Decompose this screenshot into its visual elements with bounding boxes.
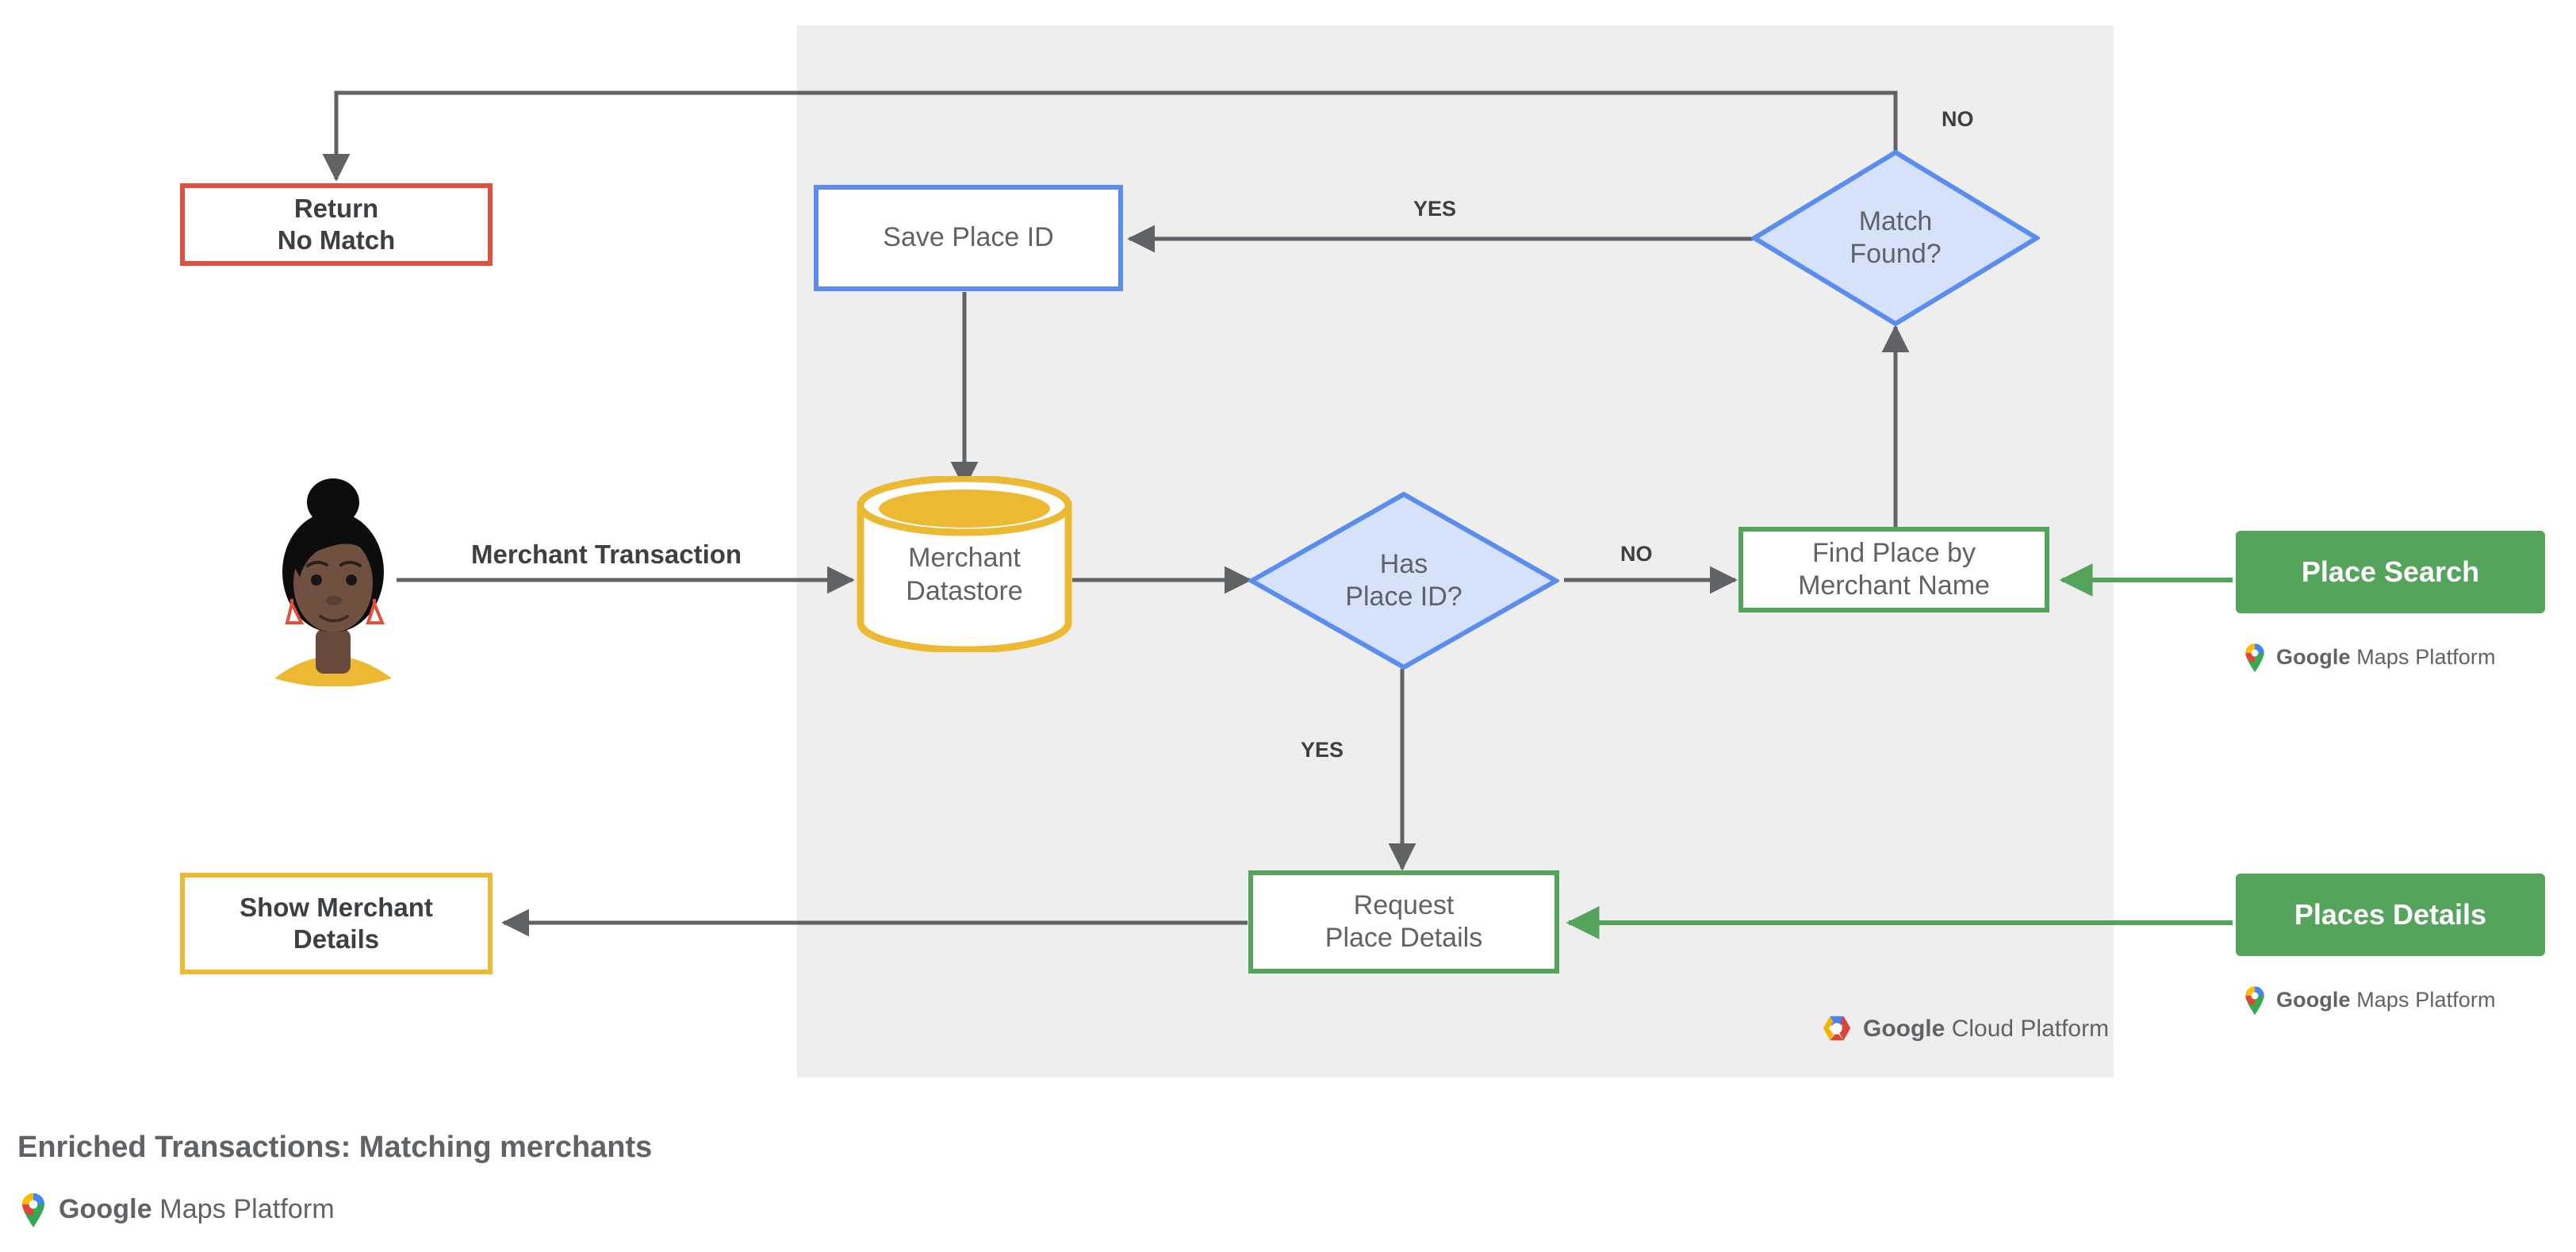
node-return-no-match-label: Return No Match	[277, 193, 396, 255]
edge-label-has-place-id-yes: YES	[1301, 738, 1344, 762]
node-request-place-details-label: Request Place Details	[1324, 889, 1483, 953]
google-cloud-hexagon-icon	[1823, 1016, 1851, 1041]
places-details-gmp-text: Google Maps Platform	[2276, 988, 2496, 1012]
node-merchant-datastore-label: Merchant Datastore	[906, 542, 1023, 606]
gmp-brand-rest: Maps Platform	[2356, 987, 2496, 1012]
gcp-brand-google: Google	[1863, 1016, 1945, 1042]
node-match-found-label: Match Found?	[1850, 205, 1942, 269]
node-show-merchant-details[interactable]: Show Merchant Details	[180, 873, 493, 974]
gmp-brand-google: Google	[2276, 987, 2351, 1012]
caption-gmp-lockup: Google Maps Platform	[17, 1190, 335, 1228]
gmp-brand-google: Google	[2276, 644, 2351, 669]
node-places-details-api-label: Places Details	[2294, 898, 2487, 931]
google-cloud-platform-lockup: Google Cloud Platform	[1820, 1014, 2109, 1044]
page-title: Enriched Transactions: Matching merchant…	[17, 1131, 653, 1164]
avatar-illustration-icon	[274, 478, 392, 687]
place-search-gmp-text: Google Maps Platform	[2276, 645, 2496, 670]
node-has-place-id[interactable]: Has Place ID?	[1248, 491, 1559, 670]
google-maps-pin-icon	[2245, 986, 2264, 1016]
node-show-merchant-details-label: Show Merchant Details	[240, 892, 433, 954]
node-find-place-by-merchant-name[interactable]: Find Place by Merchant Name	[1738, 527, 2049, 613]
node-return-no-match[interactable]: Return No Match	[180, 183, 493, 266]
datastore-cylinder-shape	[857, 476, 1072, 652]
node-has-place-id-label: Has Place ID?	[1345, 548, 1462, 612]
gmp-brand-rest: Maps Platform	[2356, 644, 2496, 669]
user-avatar	[262, 464, 404, 687]
has-place-id-diamond-shape	[1248, 491, 1559, 670]
places-details-gmp-lockup: Google Maps Platform	[2241, 984, 2496, 1016]
match-found-diamond-shape	[1751, 149, 2040, 327]
gcp-brand-rest: Cloud Platform	[1951, 1016, 2110, 1042]
gmp-brand-google: Google	[59, 1193, 152, 1224]
caption-gmp-text: Google Maps Platform	[59, 1194, 335, 1225]
node-places-details-api[interactable]: Places Details	[2236, 874, 2545, 956]
place-search-gmp-lockup: Google Maps Platform	[2241, 641, 2496, 673]
edge-label-merchant-transaction: Merchant Transaction	[471, 540, 742, 569]
node-match-found[interactable]: Match Found?	[1751, 149, 2040, 327]
node-save-place-id[interactable]: Save Place ID	[814, 185, 1123, 291]
node-place-search-api[interactable]: Place Search	[2236, 531, 2545, 613]
node-merchant-datastore[interactable]: Merchant Datastore	[855, 476, 1074, 652]
google-maps-pin-icon	[2245, 643, 2264, 673]
node-request-place-details[interactable]: Request Place Details	[1248, 870, 1559, 974]
gcp-lockup-text: Google Cloud Platform	[1863, 1016, 2109, 1043]
edge-label-match-found-yes: YES	[1413, 197, 1457, 221]
node-place-search-api-label: Place Search	[2301, 555, 2480, 588]
google-maps-pin-icon	[22, 1193, 44, 1227]
node-find-place-by-merchant-name-label: Find Place by Merchant Name	[1798, 537, 1990, 601]
edge-label-has-place-id-no: NO	[1620, 542, 1653, 566]
edge-label-match-found-no: NO	[1942, 107, 1974, 131]
gmp-brand-rest: Maps Platform	[159, 1193, 335, 1224]
node-save-place-id-label: Save Place ID	[883, 222, 1054, 253]
